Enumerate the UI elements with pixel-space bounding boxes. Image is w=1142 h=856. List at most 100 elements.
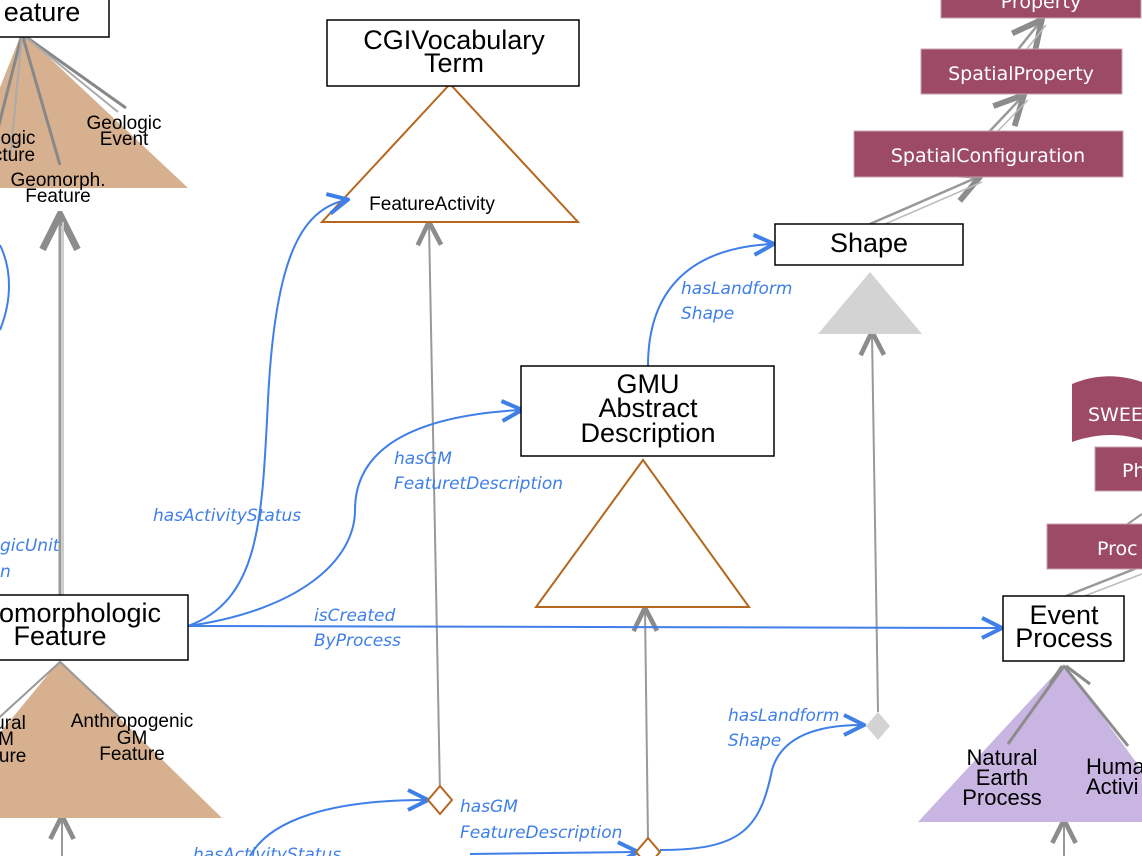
- gmu-subclass-line: [645, 610, 648, 841]
- natural-gm-label-1: ural: [0, 713, 26, 734]
- has-gm-description-bottom-label-2: FeatureDescription: [460, 823, 622, 843]
- has-activity-status-bottom-label: hasActivityStatus: [193, 845, 341, 856]
- gmu-abstract-description-box[interactable]: GMU Abstract Description: [520, 365, 775, 457]
- natural-earth-process-label-3: Process: [962, 785, 1041, 810]
- anthropogenic-label-1: Anthropogenic: [71, 711, 194, 732]
- event-process-box[interactable]: Event Process: [1002, 595, 1125, 662]
- cgi-term-line-1: CGIVocabulary: [363, 25, 545, 55]
- relation-labels: hasActivityStatus hasGM FeaturetDescript…: [0, 279, 839, 856]
- fan-line-2: [20, 33, 62, 166]
- has-landform-shape-bottom-label-2: Shape: [728, 731, 781, 751]
- fan-line-5: [9, 33, 23, 161]
- feature-activity-label: FeatureActivity: [369, 194, 495, 215]
- has-gm-feature-description-curve: [187, 410, 520, 627]
- sweet-pill[interactable]: SWEE: [1072, 376, 1142, 442]
- has-gm-description-bottom-label-1: hasGM: [460, 797, 518, 817]
- has-activity-status-curve: [187, 200, 346, 627]
- has-landform-shape-label-1: hasLandform: [681, 279, 792, 299]
- gmu-diamond: [634, 836, 662, 856]
- natural-earth-process-label-1: Natural: [967, 745, 1038, 770]
- is-created-by-process-line: [187, 626, 1000, 628]
- cgi-vocabulary-term-box[interactable]: CGIVocabulary Term: [326, 19, 580, 87]
- gmu-triangle: [534, 458, 751, 608]
- has-activity-status-label: hasActivityStatus: [153, 506, 301, 526]
- shape-label: Shape: [830, 228, 908, 258]
- spatialproperty-to-property-line: [1016, 22, 1040, 53]
- spatial-property-pill-label: SpatialProperty: [948, 63, 1094, 85]
- fan-line-1: [0, 33, 24, 127]
- ev-fan-line-4: [1065, 664, 1091, 686]
- spatial-property-pill[interactable]: SpatialProperty: [920, 48, 1123, 95]
- ev-fan-line-2: [1062, 665, 1130, 747]
- spatialconfig-to-spatialproperty-line: [987, 97, 1022, 134]
- bottom-link-line: [469, 852, 636, 854]
- geologic-unit-label-1: gicUnit: [0, 536, 61, 556]
- gm-fan-line-2: [59, 661, 121, 719]
- ev-fan-line-3: [1048, 665, 1064, 685]
- event-process-line-2: Process: [1015, 623, 1113, 653]
- event-fan-lines: [1006, 664, 1130, 747]
- shape-box[interactable]: Shape: [774, 223, 964, 266]
- geologic-unit-label-2: n: [0, 562, 11, 582]
- has-landform-shape-label-2: Shape: [681, 304, 734, 324]
- spatialconfig-to-spatialproperty-line-2: [993, 99, 1029, 136]
- natural-earth-process-label-2: Earth: [976, 765, 1029, 790]
- spatial-configuration-pill-label: SpatialConfiguration: [891, 145, 1085, 167]
- shape-subclass-line: [872, 334, 878, 713]
- is-created-label-2: ByProcess: [314, 631, 401, 651]
- ph-pill-label: Ph: [1122, 460, 1142, 482]
- triangles: [0, 32, 1142, 822]
- property-pill-label: Property: [1001, 0, 1081, 13]
- fan-line-4: [21, 33, 119, 113]
- geologic-feature-box[interactable]: eature: [0, 0, 110, 38]
- anthropogenic-label-3: Feature: [99, 744, 164, 765]
- geomorph-triangle-label-1: Geomorph.: [10, 170, 105, 191]
- left-edge-curve: [0, 244, 10, 331]
- geomorph-feature-triangle: [0, 660, 222, 818]
- diamonds: [426, 712, 890, 856]
- has-gm-feature-description-bottom-curve: [249, 800, 426, 856]
- proc-pill-label: Proc: [1097, 538, 1138, 560]
- geologic-fan-lines: [0, 32, 127, 166]
- human-activity-label-1: Huma: [1086, 754, 1142, 779]
- geologic-structure-label-1: ogic: [1, 128, 36, 149]
- gmu-line-1: GMU: [617, 369, 680, 399]
- shape-to-spatialconfig-line-2: [875, 181, 983, 229]
- property-pill[interactable]: Property: [940, 0, 1142, 19]
- natural-gm-label-3: ture: [0, 746, 26, 767]
- feature-activity-diamond: [426, 784, 454, 816]
- proc-pill[interactable]: Proc: [1046, 523, 1142, 570]
- gmu-line-3: Description: [580, 418, 715, 448]
- spatial-configuration-pill[interactable]: SpatialConfiguration: [853, 130, 1124, 178]
- geomorph-fan-lines: [0, 661, 121, 719]
- anthropogenic-label-2: GM: [117, 728, 148, 749]
- eventprocess-to-proc-line: [1065, 564, 1142, 598]
- subclass-lines: [60, 22, 1142, 856]
- event-process-line-1: Event: [1029, 600, 1099, 630]
- event-process-triangle: [918, 664, 1142, 822]
- geologic-event-label-1: Geologic: [87, 113, 162, 134]
- cgi-term-line-2: Term: [424, 48, 484, 78]
- has-gm-description-label-1: hasGM: [394, 449, 452, 469]
- shape-triangle: [818, 272, 922, 334]
- geologic-event-label-2: Event: [100, 129, 149, 150]
- has-landform-shape-bottom-curve: [659, 725, 862, 851]
- human-activity-label-2: Activi: [1086, 774, 1139, 799]
- sweet-pill-label: SWEE: [1088, 404, 1142, 426]
- is-created-label-1: isCreated: [314, 606, 395, 626]
- relation-curves: [0, 200, 1000, 856]
- shape-to-spatialconfig-line: [869, 177, 978, 226]
- geomorphologic-feature-box[interactable]: omorphologic Feature: [0, 594, 189, 661]
- geomorph-line-2: Feature: [13, 621, 106, 651]
- geomorph-line-1: omorphologic: [0, 598, 161, 628]
- ph-pill[interactable]: Ph: [1094, 446, 1142, 492]
- geologic-feature-triangle: [0, 32, 188, 188]
- fan-line-3: [21, 32, 127, 110]
- shape-diamond: [866, 712, 890, 740]
- natural-gm-label-2: M: [0, 729, 14, 750]
- feature-activity-subclass-line: [429, 224, 440, 794]
- feature-activity-triangle: [319, 82, 581, 223]
